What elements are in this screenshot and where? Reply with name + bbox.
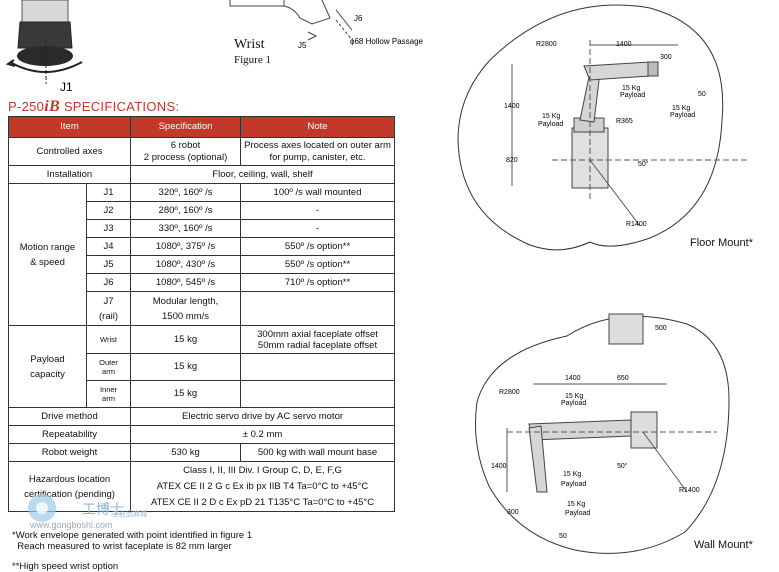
header-item: Item <box>7 116 132 138</box>
header-spec: Specification <box>130 116 242 138</box>
svg-text:15 Kg: 15 Kg <box>567 501 585 508</box>
table-row: Controlled axes 6 robot 2 process (optio… <box>7 137 396 166</box>
svg-text:工博士: 工博士 <box>82 501 124 517</box>
watermark-logo: 工博士 工业品商城 www.gongboshi.com <box>28 494 147 530</box>
svg-text:15 Kg: 15 Kg <box>672 105 690 112</box>
table-row: Payload capacity Wrist 15 kg 300mm axial… <box>8 325 396 408</box>
svg-text:Payload: Payload <box>561 400 586 407</box>
hollow-label: ϕ68 Hollow Passage <box>350 37 424 46</box>
table-row: Outer arm 15 kg <box>9 353 396 381</box>
figure-1-label: Figure 1 <box>234 54 271 66</box>
table-row: Hazardous location certification (pendin… <box>7 461 396 512</box>
floor-r1400: R1400 <box>626 221 647 228</box>
floor-angle: 50° <box>638 160 649 168</box>
floor-mount-diagram: R2800 1400 300 1400 820 R365 50 50° R140… <box>457 4 750 251</box>
table-header-row: Item Specification Note <box>7 116 396 138</box>
svg-text:Payload: Payload <box>561 481 586 488</box>
wall-650: 650 <box>617 375 629 382</box>
floor-1400-v: 1400 <box>504 103 520 110</box>
wall-mount-caption: Wall Mount* <box>694 539 753 551</box>
wall-500: 500 <box>655 325 667 332</box>
floor-820: 820 <box>506 157 518 164</box>
svg-text:Payload: Payload <box>670 112 695 119</box>
wall-r2800: R2800 <box>499 389 520 396</box>
floor-r2800: R2800 <box>536 41 557 48</box>
robot-base-illustration: J1 <box>5 0 83 94</box>
wall-50: 50 <box>559 533 567 540</box>
table-row: J6 1080º, 545º /s 710º /s option** <box>9 273 396 292</box>
floor-50: 50 <box>698 91 706 98</box>
footnote-1: *Work envelope generated with point iden… <box>12 530 253 541</box>
svg-text:工业品商城: 工业品商城 <box>112 509 147 518</box>
footnote-2: Reach measured to wrist faceplate is 82 … <box>12 541 232 552</box>
svg-text:15 Kg: 15 Kg <box>565 393 583 400</box>
floor-r365: R365 <box>616 118 633 125</box>
table-row: Repeatability ± 0.2 mm <box>7 425 396 444</box>
table-row: J4 1080º, 375º /s 550º /s option** <box>9 237 396 256</box>
table-row: Installation Floor, ceiling, wall, shelf <box>7 165 396 184</box>
floor-payload-1: 15 Kg <box>622 85 640 92</box>
floor-mount-caption: Floor Mount* <box>690 237 753 249</box>
wall-mount-diagram: R2800 1400 650 500 1400 300 50 50° R1400… <box>475 313 730 554</box>
wrist-figure: J6 J5 ϕ68 Hollow Passage <box>229 0 424 50</box>
floor-1400-top: 1400 <box>616 41 632 48</box>
j1-label: J1 <box>60 80 73 94</box>
wall-r1400: R1400 <box>679 487 700 494</box>
table-row: Motion range & speed J1 320º, 160º /s 10… <box>8 183 396 326</box>
table-row: J2 280º, 160º /s - <box>9 201 396 220</box>
svg-text:15 Kg: 15 Kg <box>542 113 560 120</box>
svg-text:Payload: Payload <box>538 121 563 128</box>
wall-1400-v: 1400 <box>491 463 507 470</box>
wall-300: 300 <box>507 509 519 516</box>
svg-text:Payload: Payload <box>565 510 590 517</box>
wrist-title: Wrist <box>234 37 265 52</box>
table-row: Robot weight 530 kg 500 kg with wall mou… <box>7 443 396 462</box>
svg-text:15 Kg: 15 Kg <box>563 471 581 478</box>
j5-label: J5 <box>298 41 307 50</box>
svg-text:Payload: Payload <box>620 92 645 99</box>
j6-label: J6 <box>354 14 363 23</box>
spec-table: Item Specification Note Controlled axes … <box>7 116 396 512</box>
table-row: Inner arm 15 kg <box>9 380 396 408</box>
floor-300: 300 <box>660 54 672 61</box>
header-note: Note <box>240 116 396 138</box>
spec-title: P-250iB SPECIFICATIONS: <box>8 98 180 115</box>
svg-text:www.gongboshi.com: www.gongboshi.com <box>29 520 113 530</box>
wall-angle: 50° <box>617 462 628 470</box>
wall-1400-top: 1400 <box>565 375 581 382</box>
table-row: Drive method Electric servo drive by AC … <box>7 407 396 426</box>
footnote-3: **High speed wrist option <box>12 561 119 572</box>
